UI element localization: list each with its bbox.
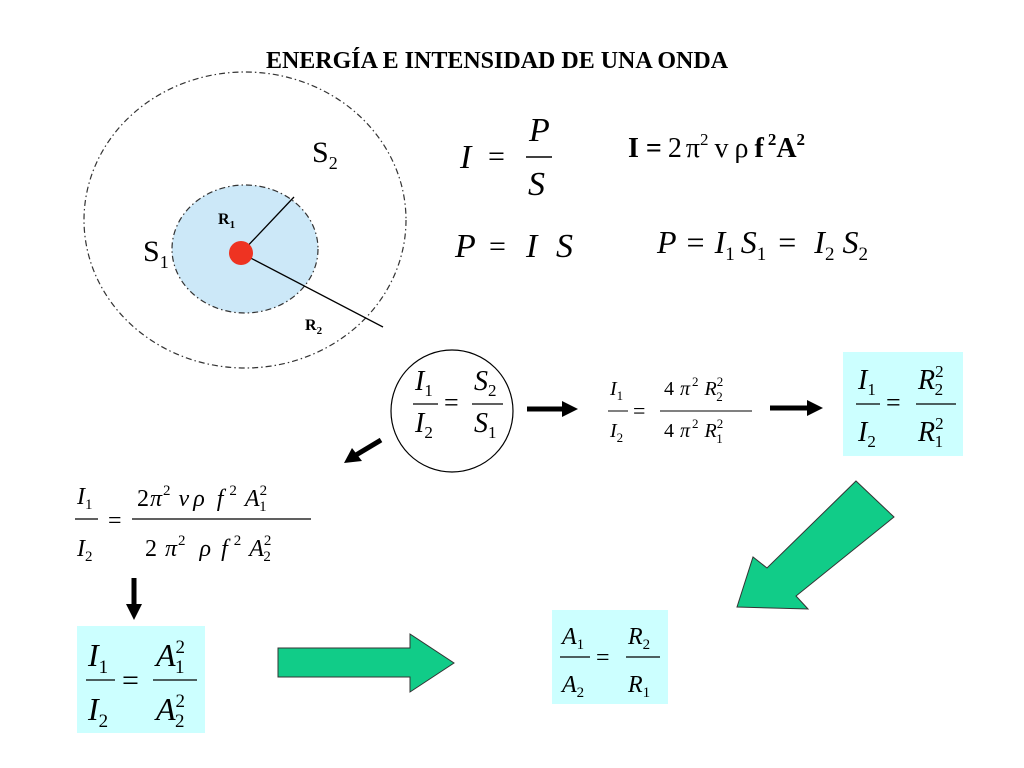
slide-title: ENERGÍA E INTENSIDAD DE UNA ONDA bbox=[266, 48, 729, 74]
formula-equals: = bbox=[444, 388, 459, 417]
denominator-left: I2 bbox=[609, 420, 623, 445]
formula-equals: = bbox=[886, 388, 901, 417]
label-r2: R2 bbox=[305, 317, 323, 337]
arrow-right-icon bbox=[527, 401, 578, 417]
formula-equals: = bbox=[596, 645, 610, 671]
denominator-right: R1 bbox=[627, 672, 650, 701]
formula-power-definition: P = I S bbox=[454, 228, 573, 265]
numerator-left: I1 bbox=[76, 484, 93, 513]
formula-p: P bbox=[454, 228, 476, 265]
arrow-down-left-icon bbox=[736, 480, 895, 610]
formula-s: S bbox=[556, 228, 573, 265]
formula-equals: = bbox=[489, 230, 506, 263]
radius-r2-line bbox=[240, 252, 384, 328]
label-s1: S1 bbox=[143, 235, 169, 272]
formula-equals: = bbox=[488, 140, 505, 173]
fraction-numerator: P bbox=[528, 112, 550, 149]
formula-equals: = bbox=[633, 398, 645, 423]
formula-i: I bbox=[525, 228, 539, 265]
arrow-right-icon bbox=[770, 400, 823, 416]
formula-intensity-definition: I = P S bbox=[459, 112, 552, 203]
wave-source-dot bbox=[229, 241, 253, 265]
numerator-left: I1 bbox=[414, 366, 433, 400]
denominator-left: I2 bbox=[76, 536, 93, 565]
formula-ratio-surface: I1 I2 = S2 S1 bbox=[390, 349, 514, 473]
denominator-left: I2 bbox=[857, 417, 876, 451]
radius-r1-line bbox=[240, 196, 295, 254]
numerator-right: S2 bbox=[474, 366, 497, 400]
denominator-left: I2 bbox=[414, 408, 433, 442]
numerator-left: I1 bbox=[857, 365, 876, 399]
label-s2: S2 bbox=[312, 136, 338, 173]
wave-diagram: S2 S1 R1 R2 bbox=[83, 71, 407, 369]
denominator-left: A2 bbox=[560, 672, 584, 701]
formula-equals: = bbox=[122, 664, 139, 697]
formula-equals: = bbox=[108, 508, 122, 534]
formula-i: I bbox=[459, 139, 473, 176]
formula-ratio-amplitude-radius: A1 A2 = R2 R1 bbox=[552, 610, 668, 704]
numerator-left: I1 bbox=[609, 378, 623, 403]
numerator-left: A1 bbox=[560, 624, 584, 653]
denominator-left: I2 bbox=[87, 691, 108, 732]
label-r1: R1 bbox=[218, 211, 235, 231]
numerator-right: R2 bbox=[627, 624, 650, 653]
fraction-denominator: S bbox=[528, 166, 545, 203]
highlight-circle bbox=[390, 349, 514, 473]
arrow-down-left-icon bbox=[344, 437, 383, 463]
denominator-right: S1 bbox=[474, 408, 497, 442]
arrow-right-icon bbox=[277, 633, 455, 693]
arrow-down-icon bbox=[126, 578, 142, 620]
numerator-left: I1 bbox=[87, 637, 108, 678]
